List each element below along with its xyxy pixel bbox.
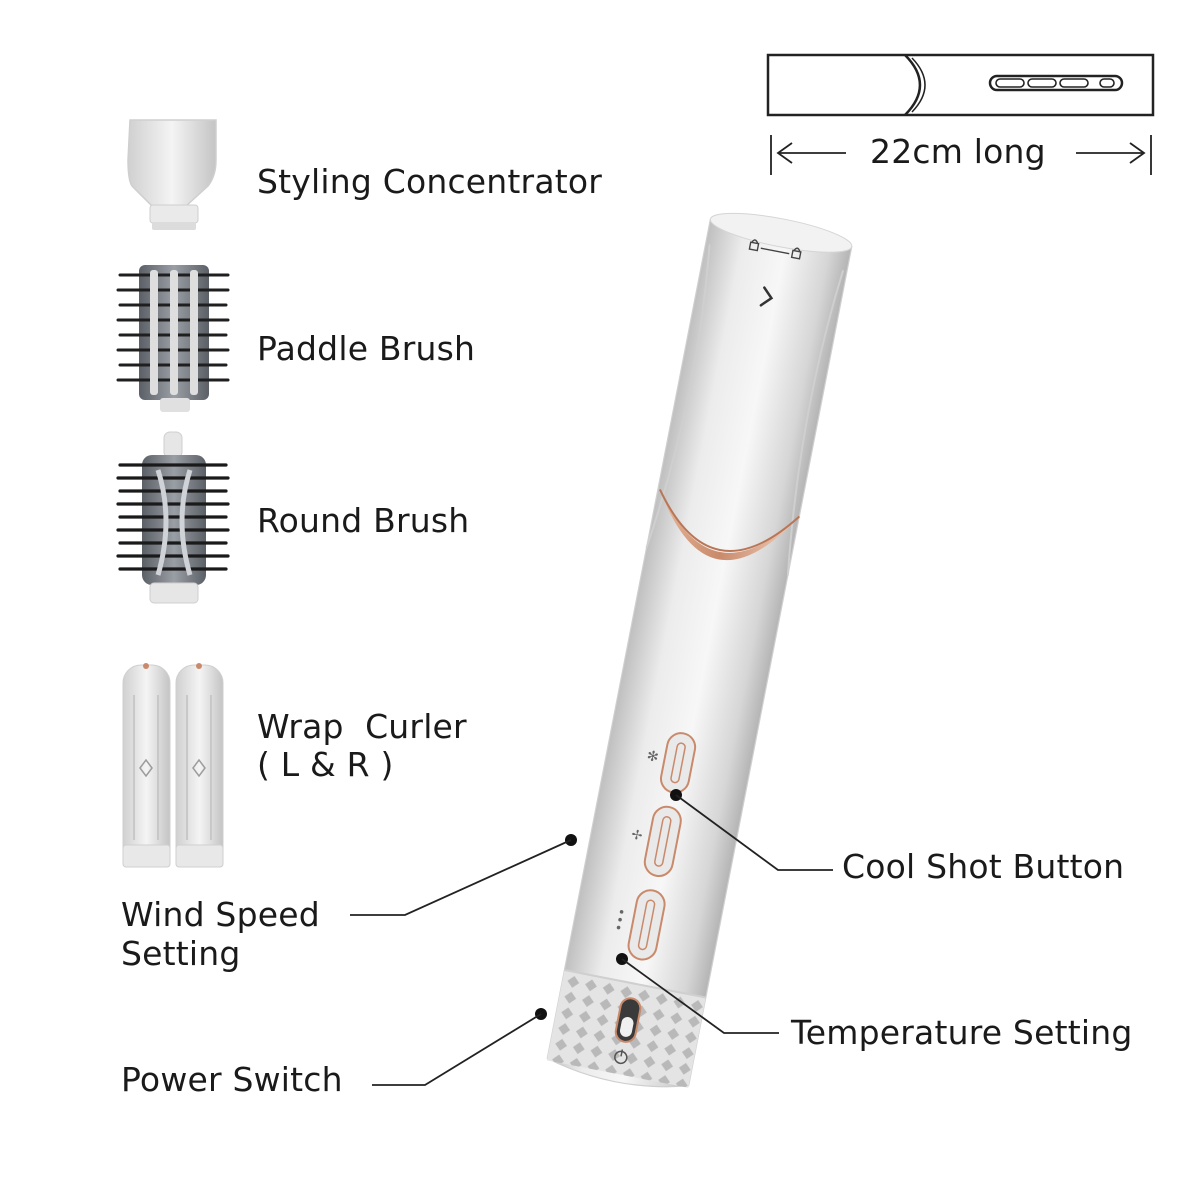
power-icon: [614, 1049, 628, 1065]
wrap-curlers-image: [122, 663, 224, 868]
temperature-label: Temperature Setting: [791, 1013, 1133, 1052]
paddle-brush-label: Paddle Brush: [257, 329, 476, 368]
dimension-length-label: 22cm long: [870, 132, 1046, 171]
cool-shot-leader: [675, 794, 833, 871]
round-brush-image: [116, 431, 230, 604]
power-switch-leader: [372, 1013, 542, 1086]
styling-concentrator-label: Styling Concentrator: [257, 162, 603, 201]
hair-styler-body: ✻ ✢: [546, 212, 853, 1088]
cool-shot-label: Cool Shot Button: [842, 847, 1125, 886]
wind-speed-leader: [350, 839, 572, 916]
control-panel: ✻ ✢: [616, 732, 697, 961]
paddle-brush-image: [116, 265, 230, 412]
device-side-curve: [904, 54, 922, 116]
styling-concentrator-image: [127, 119, 217, 230]
device-side-outline: [766, 53, 1155, 117]
lock-icon: [748, 239, 802, 260]
wrap-curler-left: [122, 663, 171, 868]
dimension-drawing: [766, 53, 1155, 175]
wrap-curler-right: [175, 663, 224, 868]
device-side-buttons: [988, 74, 1124, 92]
temperature-leader: [621, 958, 779, 1034]
callout-lines: [350, 789, 833, 1086]
wind-speed-button: [643, 805, 682, 878]
wrap-curler-label: Wrap Curler: [257, 707, 467, 746]
rose-gold-ring: [659, 489, 800, 561]
power-switch: [614, 997, 642, 1043]
wrap-curler-sublabel: ( L & R ): [257, 745, 394, 784]
power-switch-label: Power Switch: [121, 1060, 343, 1099]
round-brush-label: Round Brush: [257, 501, 470, 540]
cool-shot-button: [660, 732, 697, 794]
snowflake-icon: ✻: [645, 748, 660, 766]
chevron-right-icon: [759, 286, 774, 307]
heat-dots-icon: [616, 910, 624, 930]
wind-speed-label-line1: Wind Speed: [121, 895, 320, 934]
wind-speed-label-line2: Setting: [121, 934, 241, 973]
fan-icon: ✢: [630, 827, 644, 844]
temperature-button: [627, 889, 666, 961]
